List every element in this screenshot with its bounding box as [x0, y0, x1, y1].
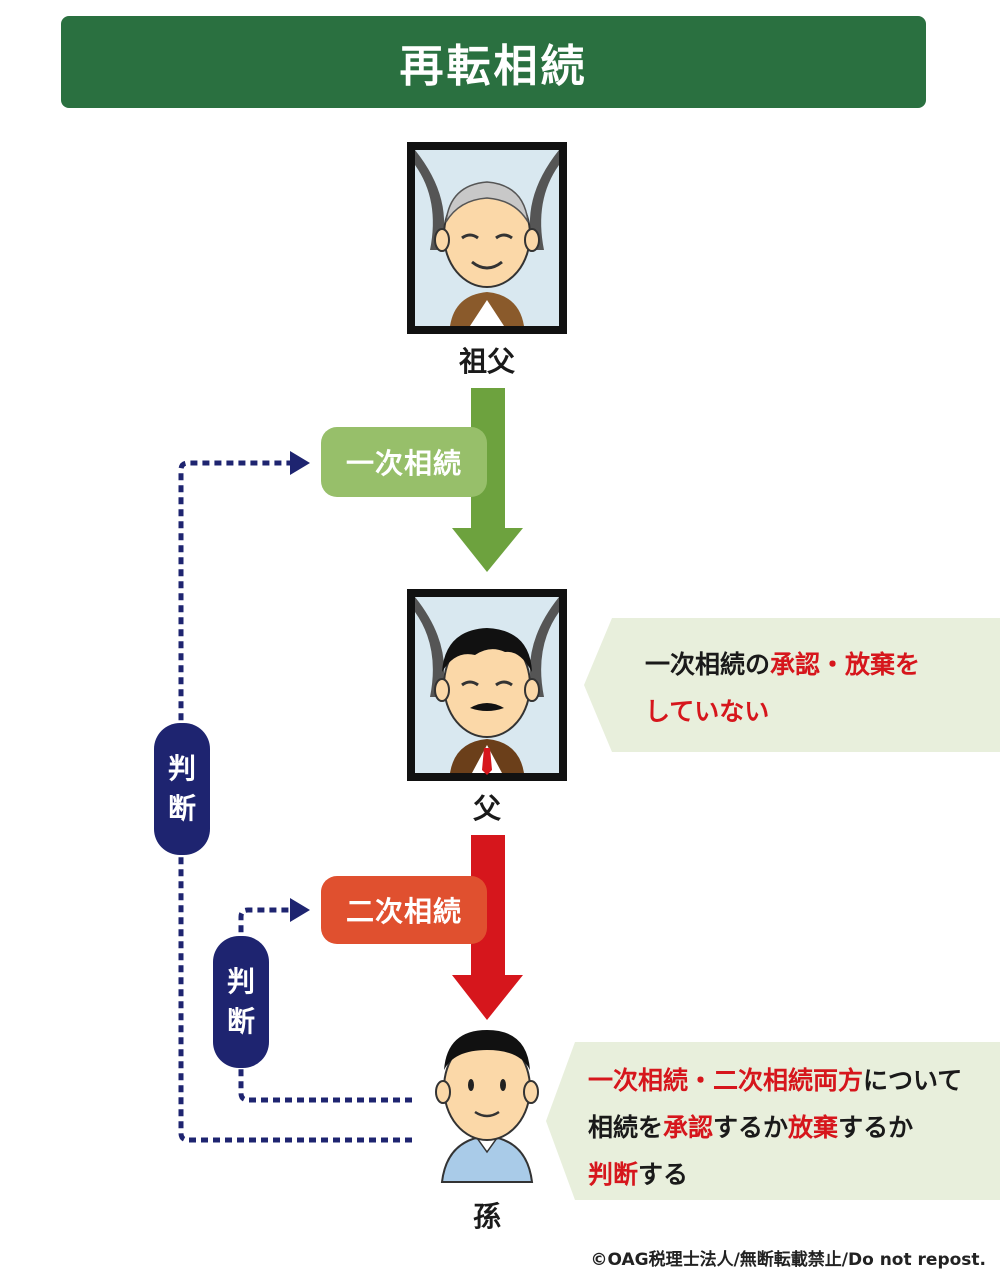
first-inheritance-pill: 一次相続 [321, 427, 487, 497]
callout-text: 一次相続の [645, 650, 771, 679]
second-inheritance-pill: 二次相続 [321, 876, 487, 944]
callout-child-line2: 相続を承認するか放棄するか [588, 1104, 962, 1151]
callout-highlight: していない [645, 697, 770, 726]
callout-text: するか [713, 1113, 789, 1142]
callout-text: について [863, 1066, 963, 1095]
callout-highlight: 判断 [588, 1160, 639, 1189]
callout-child-line3: 判断する [588, 1151, 962, 1198]
callout-child-line1: 一次相続・二次相続両方について [588, 1057, 962, 1104]
father-portrait [407, 589, 567, 781]
callout-text: する [638, 1160, 689, 1189]
inner-dotted-arrowhead [290, 898, 310, 922]
callout-highlight: 一次相続・二次相続両方 [588, 1066, 864, 1095]
title-banner: 再転相続 [61, 16, 926, 108]
page-title: 再転相続 [399, 41, 588, 92]
callout-text: 相続を [588, 1113, 664, 1142]
grandfather-label: 祖父 [458, 345, 515, 378]
grandfather-portrait [407, 142, 567, 334]
judge-char: 断 [167, 792, 196, 825]
outer-dotted-arrowhead [290, 451, 310, 475]
callout-father-line2: していない [645, 688, 920, 735]
callout-father-bg [584, 618, 1000, 752]
judge-char: 断 [226, 1005, 255, 1038]
callout-text: するか [838, 1113, 914, 1142]
judge-char: 判 [226, 965, 255, 998]
callout-father-line1: 一次相続の承認・放棄を [645, 641, 920, 688]
father-label: 父 [472, 792, 501, 825]
grandchild-figure [435, 1030, 539, 1183]
judge-badge-outer: 判 断 [154, 723, 210, 855]
callout-grandchild: 一次相続・二次相続両方について 相続を承認するか放棄するか 判断する [588, 1057, 962, 1198]
callout-father: 一次相続の承認・放棄を していない [645, 641, 920, 735]
callout-highlight: 承認 [663, 1113, 714, 1142]
grandchild-label: 孫 [472, 1200, 501, 1233]
judge-badge-inner: 判 断 [213, 936, 269, 1068]
callout-highlight: 放棄 [788, 1113, 839, 1142]
judge-char: 判 [167, 752, 196, 785]
copyright-notice: ©OAG税理士法人/無断転載禁止/Do not repost. [590, 1250, 986, 1270]
callout-child-bg [546, 1042, 1000, 1200]
callout-highlight: 承認・放棄を [770, 650, 921, 679]
